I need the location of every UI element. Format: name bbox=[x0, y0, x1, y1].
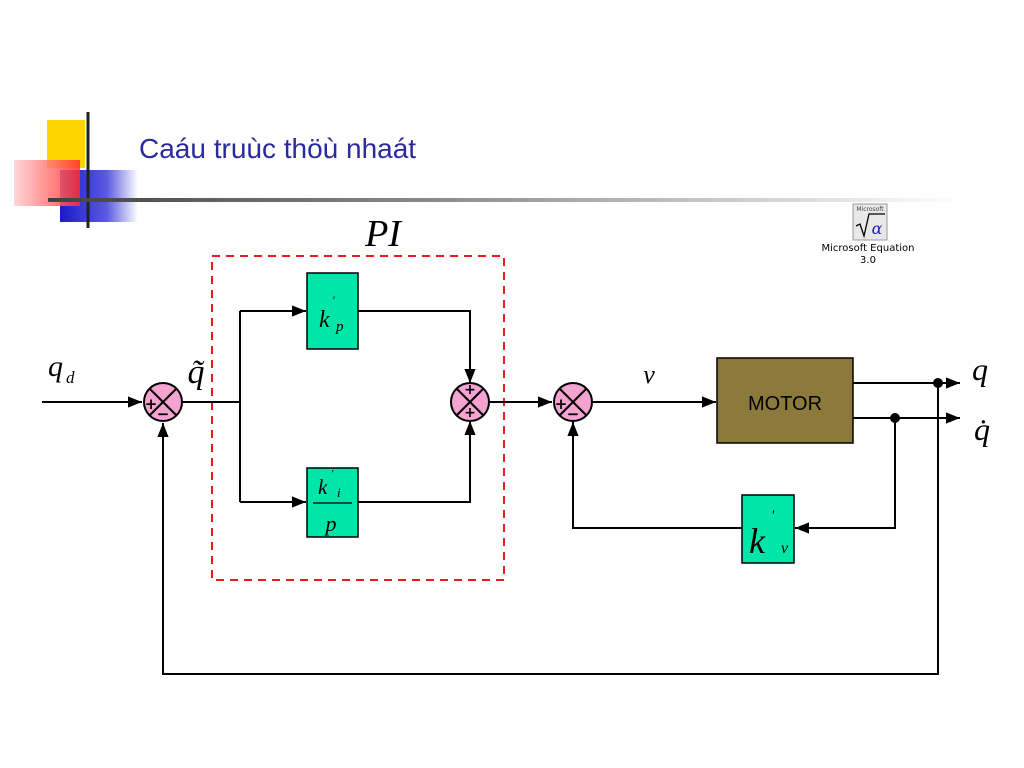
summing-junction-1: + − bbox=[143, 382, 183, 423]
svg-text:i: i bbox=[337, 485, 341, 500]
slide-title: Caáu truùc thöù nhaát bbox=[139, 133, 417, 164]
equation-icon-label-line1: Microsoft Equation bbox=[821, 243, 915, 254]
kp-gain-block: k ' p bbox=[306, 272, 359, 350]
svg-text:−: − bbox=[567, 405, 580, 423]
svg-text:k: k bbox=[319, 307, 330, 333]
svg-text:': ' bbox=[771, 508, 775, 524]
motor-block: MOTOR bbox=[716, 357, 854, 444]
v-label: v bbox=[643, 360, 655, 389]
svg-text:p: p bbox=[324, 511, 337, 536]
kv-output-line bbox=[567, 422, 742, 529]
svg-text:k: k bbox=[749, 521, 766, 561]
corner-decoration bbox=[14, 112, 963, 228]
svg-text:+: + bbox=[145, 395, 158, 413]
input-label: q d bbox=[48, 350, 75, 387]
ki-gain-block: k ' i p bbox=[306, 467, 359, 538]
position-feedback-line bbox=[157, 383, 939, 675]
kv-gain-block: k ' v bbox=[741, 494, 795, 564]
equation-icon-label[interactable]: Microsoft Equation 3.0 bbox=[814, 243, 922, 267]
summing-junction-3: + − bbox=[553, 382, 593, 423]
title-rule bbox=[48, 198, 963, 202]
svg-text:': ' bbox=[331, 468, 334, 480]
svg-text:k: k bbox=[318, 475, 328, 499]
q-output-label: q bbox=[972, 351, 988, 387]
svg-text:Microsoft: Microsoft bbox=[856, 206, 884, 213]
svg-text:d: d bbox=[66, 368, 75, 387]
ki-output-line bbox=[358, 421, 476, 503]
pi-label: PI bbox=[364, 213, 403, 255]
microsoft-equation-icon[interactable]: Microsoft α bbox=[852, 203, 888, 241]
svg-text:v: v bbox=[781, 540, 789, 557]
kp-output-line bbox=[358, 310, 476, 383]
error-label: q̃ bbox=[188, 354, 205, 391]
svg-text:': ' bbox=[332, 293, 335, 307]
qdot-output-label: q̇ bbox=[974, 411, 990, 447]
svg-text:MOTOR: MOTOR bbox=[748, 393, 822, 415]
equation-icon-label-line2: 3.0 bbox=[860, 255, 876, 266]
svg-text:α: α bbox=[872, 219, 883, 238]
svg-text:−: − bbox=[157, 405, 170, 423]
svg-text:+: + bbox=[555, 395, 568, 413]
summing-junction-2: + + bbox=[450, 382, 490, 422]
svg-text:q: q bbox=[48, 350, 63, 383]
svg-text:+: + bbox=[464, 382, 476, 398]
svg-text:p: p bbox=[335, 319, 344, 335]
pi-controller-box bbox=[211, 255, 505, 581]
velocity-feedback-line bbox=[795, 418, 896, 534]
svg-text:+: + bbox=[464, 405, 476, 421]
